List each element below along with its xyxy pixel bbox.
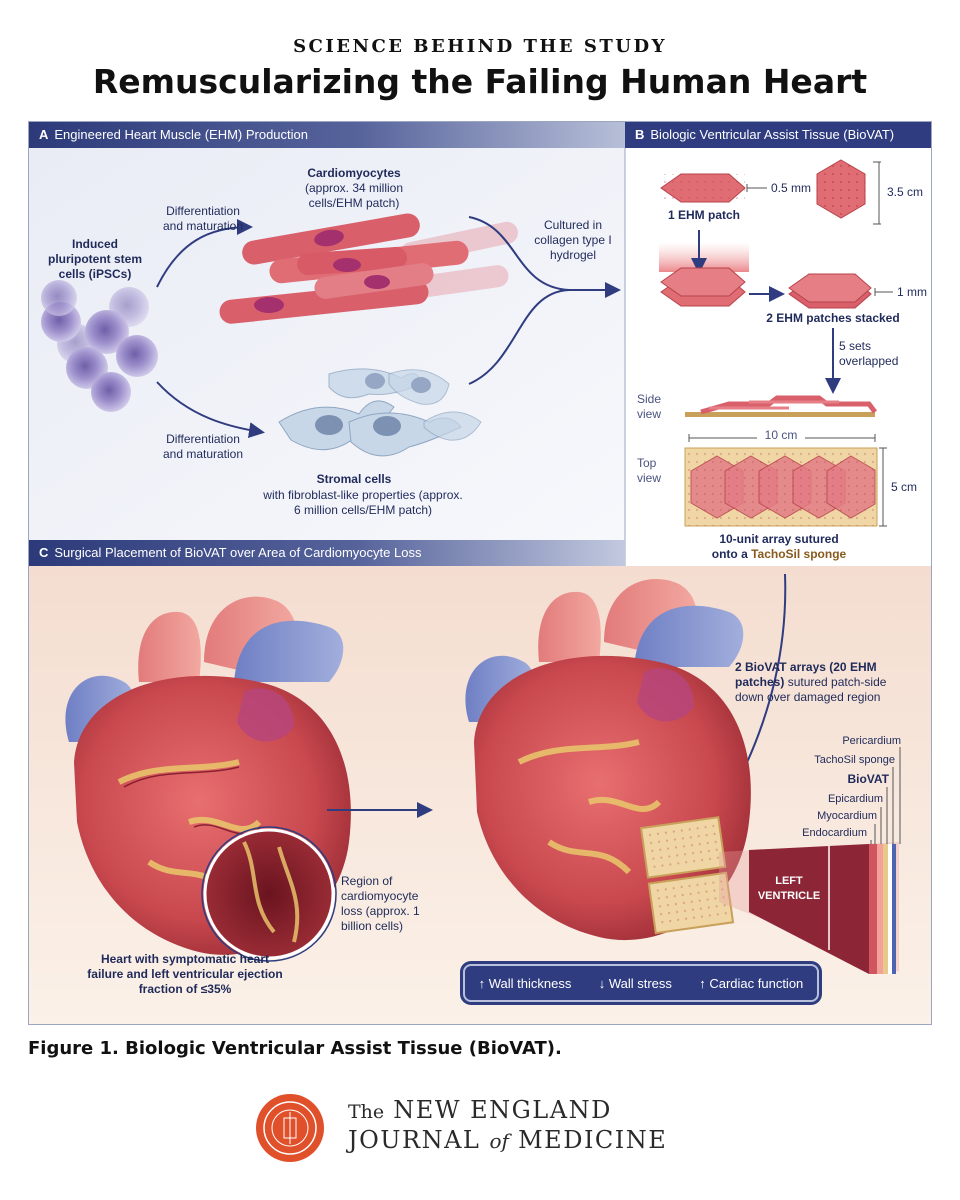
layer-tachosil: TachoSil sponge	[814, 754, 895, 766]
array-label-line2: onto a TachoSil sponge	[689, 547, 869, 562]
arrays-label: 2 BioVAT arrays (20 EHM patches) sutured…	[735, 660, 895, 705]
length-label: 10 cm	[757, 428, 805, 443]
thickness-stacked: 1 mm	[897, 285, 927, 299]
panel-a-title: Engineered Heart Muscle (EHM) Production	[54, 127, 308, 142]
layer-endocardium: Endocardium	[802, 827, 867, 839]
journal-wordmark: The NEW ENGLAND JOURNAL of MEDICINE	[348, 1096, 667, 1154]
wall-cross-section	[719, 747, 901, 974]
figure-caption: Figure 1. Biologic Ventricular Assist Ti…	[28, 1038, 562, 1059]
arrays-label-bold: 2 BioVAT arrays (20 EHM patches)	[735, 660, 877, 689]
outcome-wall-thickness: ↑ Wall thickness	[478, 975, 572, 991]
panel-b-header: B Biologic Ventricular Assist Tissue (Bio…	[625, 122, 931, 148]
overlap-label: 5 sets overlapped	[839, 339, 899, 368]
stromal-cells	[278, 368, 482, 457]
failing-heart	[65, 596, 351, 962]
ipsc-label: Induced pluripotent stem cells (iPSCs)	[47, 237, 142, 281]
nejm-seal-icon	[256, 1094, 324, 1162]
layer-epicardium: Epicardium	[827, 793, 883, 805]
panel-b-letter: B	[635, 127, 645, 142]
journal-line2b: MEDICINE	[518, 1126, 668, 1154]
array-label-line1: 10-unit array sutured	[719, 532, 839, 546]
panel-a-header: A Engineered Heart Muscle (EHM) Productio…	[29, 122, 625, 148]
panel-c-letter: C	[39, 545, 49, 560]
ehm-patch-pair	[660, 267, 746, 307]
journal-line2a: JOURNAL	[348, 1126, 481, 1154]
panel-c-header: C Surgical Placement of BioVAT over Area …	[29, 540, 625, 566]
journal-of: of	[489, 1129, 509, 1153]
diff-label-bottom: Differentiation and maturation	[162, 432, 244, 461]
stacked-label: 2 EHM patches stacked	[766, 311, 900, 325]
cardiomyocytes-title: Cardiomyocytes	[307, 166, 401, 180]
heart-caption: Heart with symptomatic heart failure and…	[87, 952, 283, 996]
ehm-patch-stacked	[788, 273, 893, 309]
page-title: Remuscularizing the Failing Human Heart	[92, 62, 868, 101]
left-ventricle-label: LEFT VENTRICLE	[757, 875, 821, 902]
layer-biovat: BioVAT	[847, 772, 889, 786]
cardiomyocytes-detail: (approx. 34 million cells/EHM patch)	[304, 181, 404, 210]
tachosil-sponge-label: TachoSil sponge	[751, 547, 847, 561]
thickness-single: 0.5 mm	[771, 181, 812, 195]
layer-myocardium: Myocardium	[817, 810, 877, 822]
header-kicker: SCIENCE BEHIND THE STUDY	[293, 36, 667, 57]
cultured-label: Cultured in collagen type I hydrogel	[534, 218, 612, 262]
outcome-cardiac-function: ↑ Cardiac function	[699, 975, 804, 991]
panel-c-title: Surgical Placement of BioVAT over Area o…	[54, 545, 422, 560]
panel-b-title: Biologic Ventricular Assist Tissue (BioV…	[650, 127, 895, 142]
top-view-array	[684, 447, 878, 527]
arrays-label-rest: sutured patch-side down over damaged reg…	[735, 675, 887, 704]
journal-line1: NEW ENGLAND	[393, 1096, 612, 1124]
stromal-title: Stromal cells	[316, 472, 392, 486]
cardiomyocyte-fibers	[219, 213, 518, 324]
biovat-arrays	[639, 816, 735, 935]
region-label: Region of cardiomyocyte loss (approx. 1 …	[341, 874, 420, 933]
top-view-label: Top view	[637, 456, 662, 485]
treated-heart	[465, 578, 751, 941]
height-label: 5 cm	[891, 480, 918, 494]
ipsc-cluster	[41, 280, 158, 412]
ehm-patch-face	[816, 159, 881, 225]
array-prefix: onto a	[711, 547, 752, 561]
one-patch-label: 1 EHM patch	[667, 208, 740, 222]
width-single: 3.5 cm	[887, 185, 924, 199]
stromal-detail: with fibroblast-like properties (approx.…	[263, 488, 463, 517]
outcomes-box: ↑ Wall thickness ↓ Wall stress ↑ Cardiac…	[463, 964, 819, 1002]
panel-a-letter: A	[39, 127, 49, 142]
figure-illustration	[29, 148, 931, 1024]
figure-panel: A Engineered Heart Muscle (EHM) Productio…	[28, 121, 932, 1025]
ehm-patch-single	[660, 173, 767, 203]
layer-pericardium: Pericardium	[842, 735, 901, 747]
side-view-label: Side view	[637, 392, 662, 421]
outcome-wall-stress: ↓ Wall stress	[598, 975, 672, 991]
journal-the: The	[348, 1101, 385, 1123]
diff-label-top: Differentiation and maturation	[162, 204, 244, 233]
side-view-array	[685, 395, 877, 417]
